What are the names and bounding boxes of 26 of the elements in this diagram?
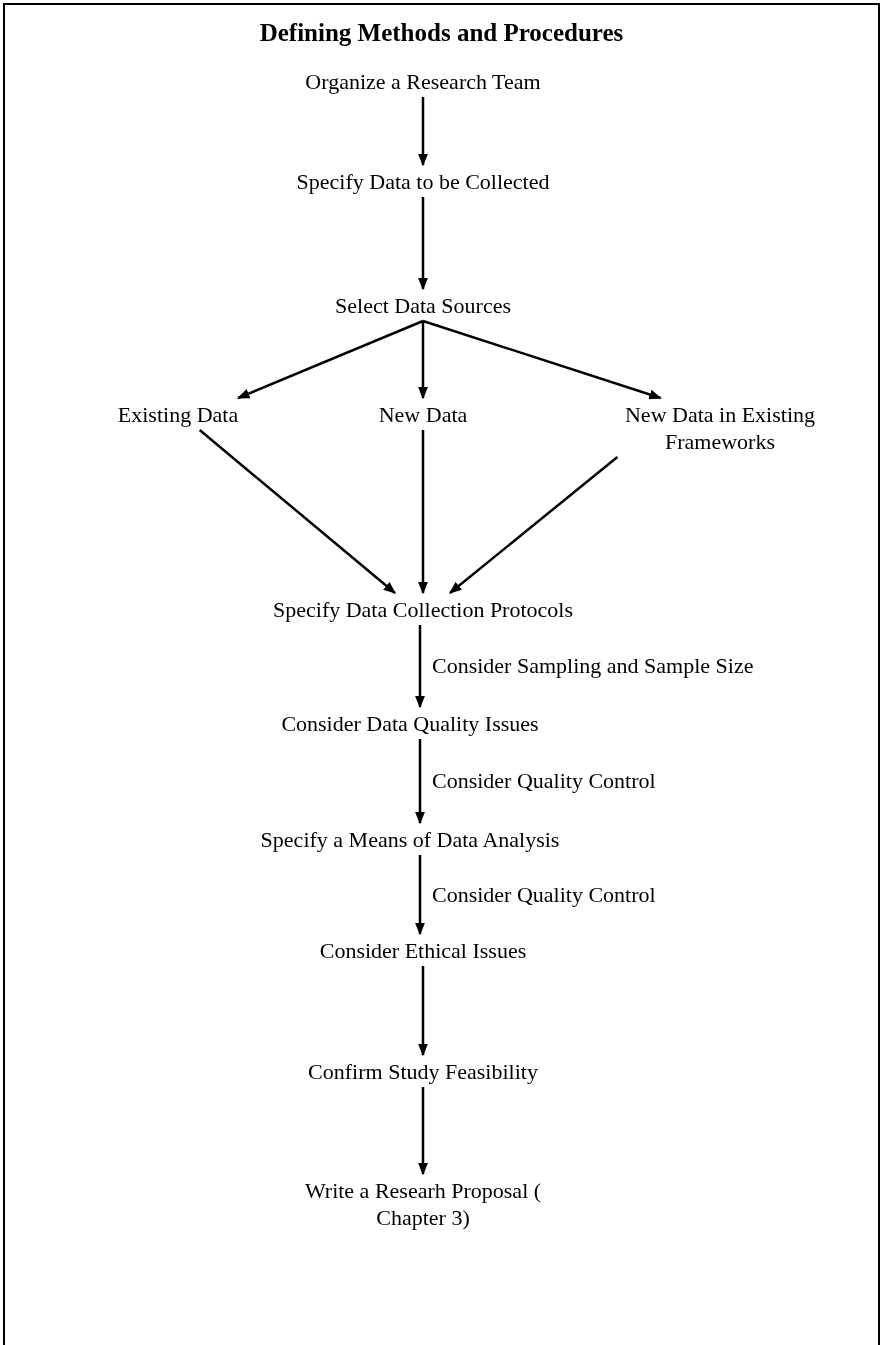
step-text: New Data xyxy=(378,401,468,428)
diagram-title: Defining Methods and Procedures xyxy=(258,18,625,48)
arrow xyxy=(418,97,428,167)
step-text: Consider Data Quality Issues xyxy=(281,710,539,737)
arrow xyxy=(418,966,428,1057)
step-text: Specify Data to be Collected xyxy=(296,168,550,195)
arrow xyxy=(418,1087,428,1176)
step-text: Organize a Research Team xyxy=(305,68,541,95)
arrow xyxy=(418,197,428,291)
step-text: New Data in Existing Frameworks xyxy=(585,401,855,455)
arrow xyxy=(415,855,425,936)
step-text: Specify Data Collection Protocols xyxy=(273,596,573,623)
step-text: Consider Ethical Issues xyxy=(319,937,527,964)
step-text: Confirm Study Feasibility xyxy=(308,1058,538,1085)
arrow xyxy=(415,625,425,709)
arrow xyxy=(415,739,425,825)
arrow xyxy=(418,430,428,595)
arrow xyxy=(418,321,428,400)
step-text: Existing Data xyxy=(117,401,239,428)
step-text: Select Data Sources xyxy=(335,292,511,319)
arrow xyxy=(198,429,396,594)
arrow xyxy=(422,319,662,400)
arrow xyxy=(449,456,619,594)
step-text: Specify a Means of Data Analysis xyxy=(260,826,560,853)
step-text: Write a Researh Proposal ( Chapter 3) xyxy=(293,1177,553,1231)
arrow xyxy=(237,319,424,400)
